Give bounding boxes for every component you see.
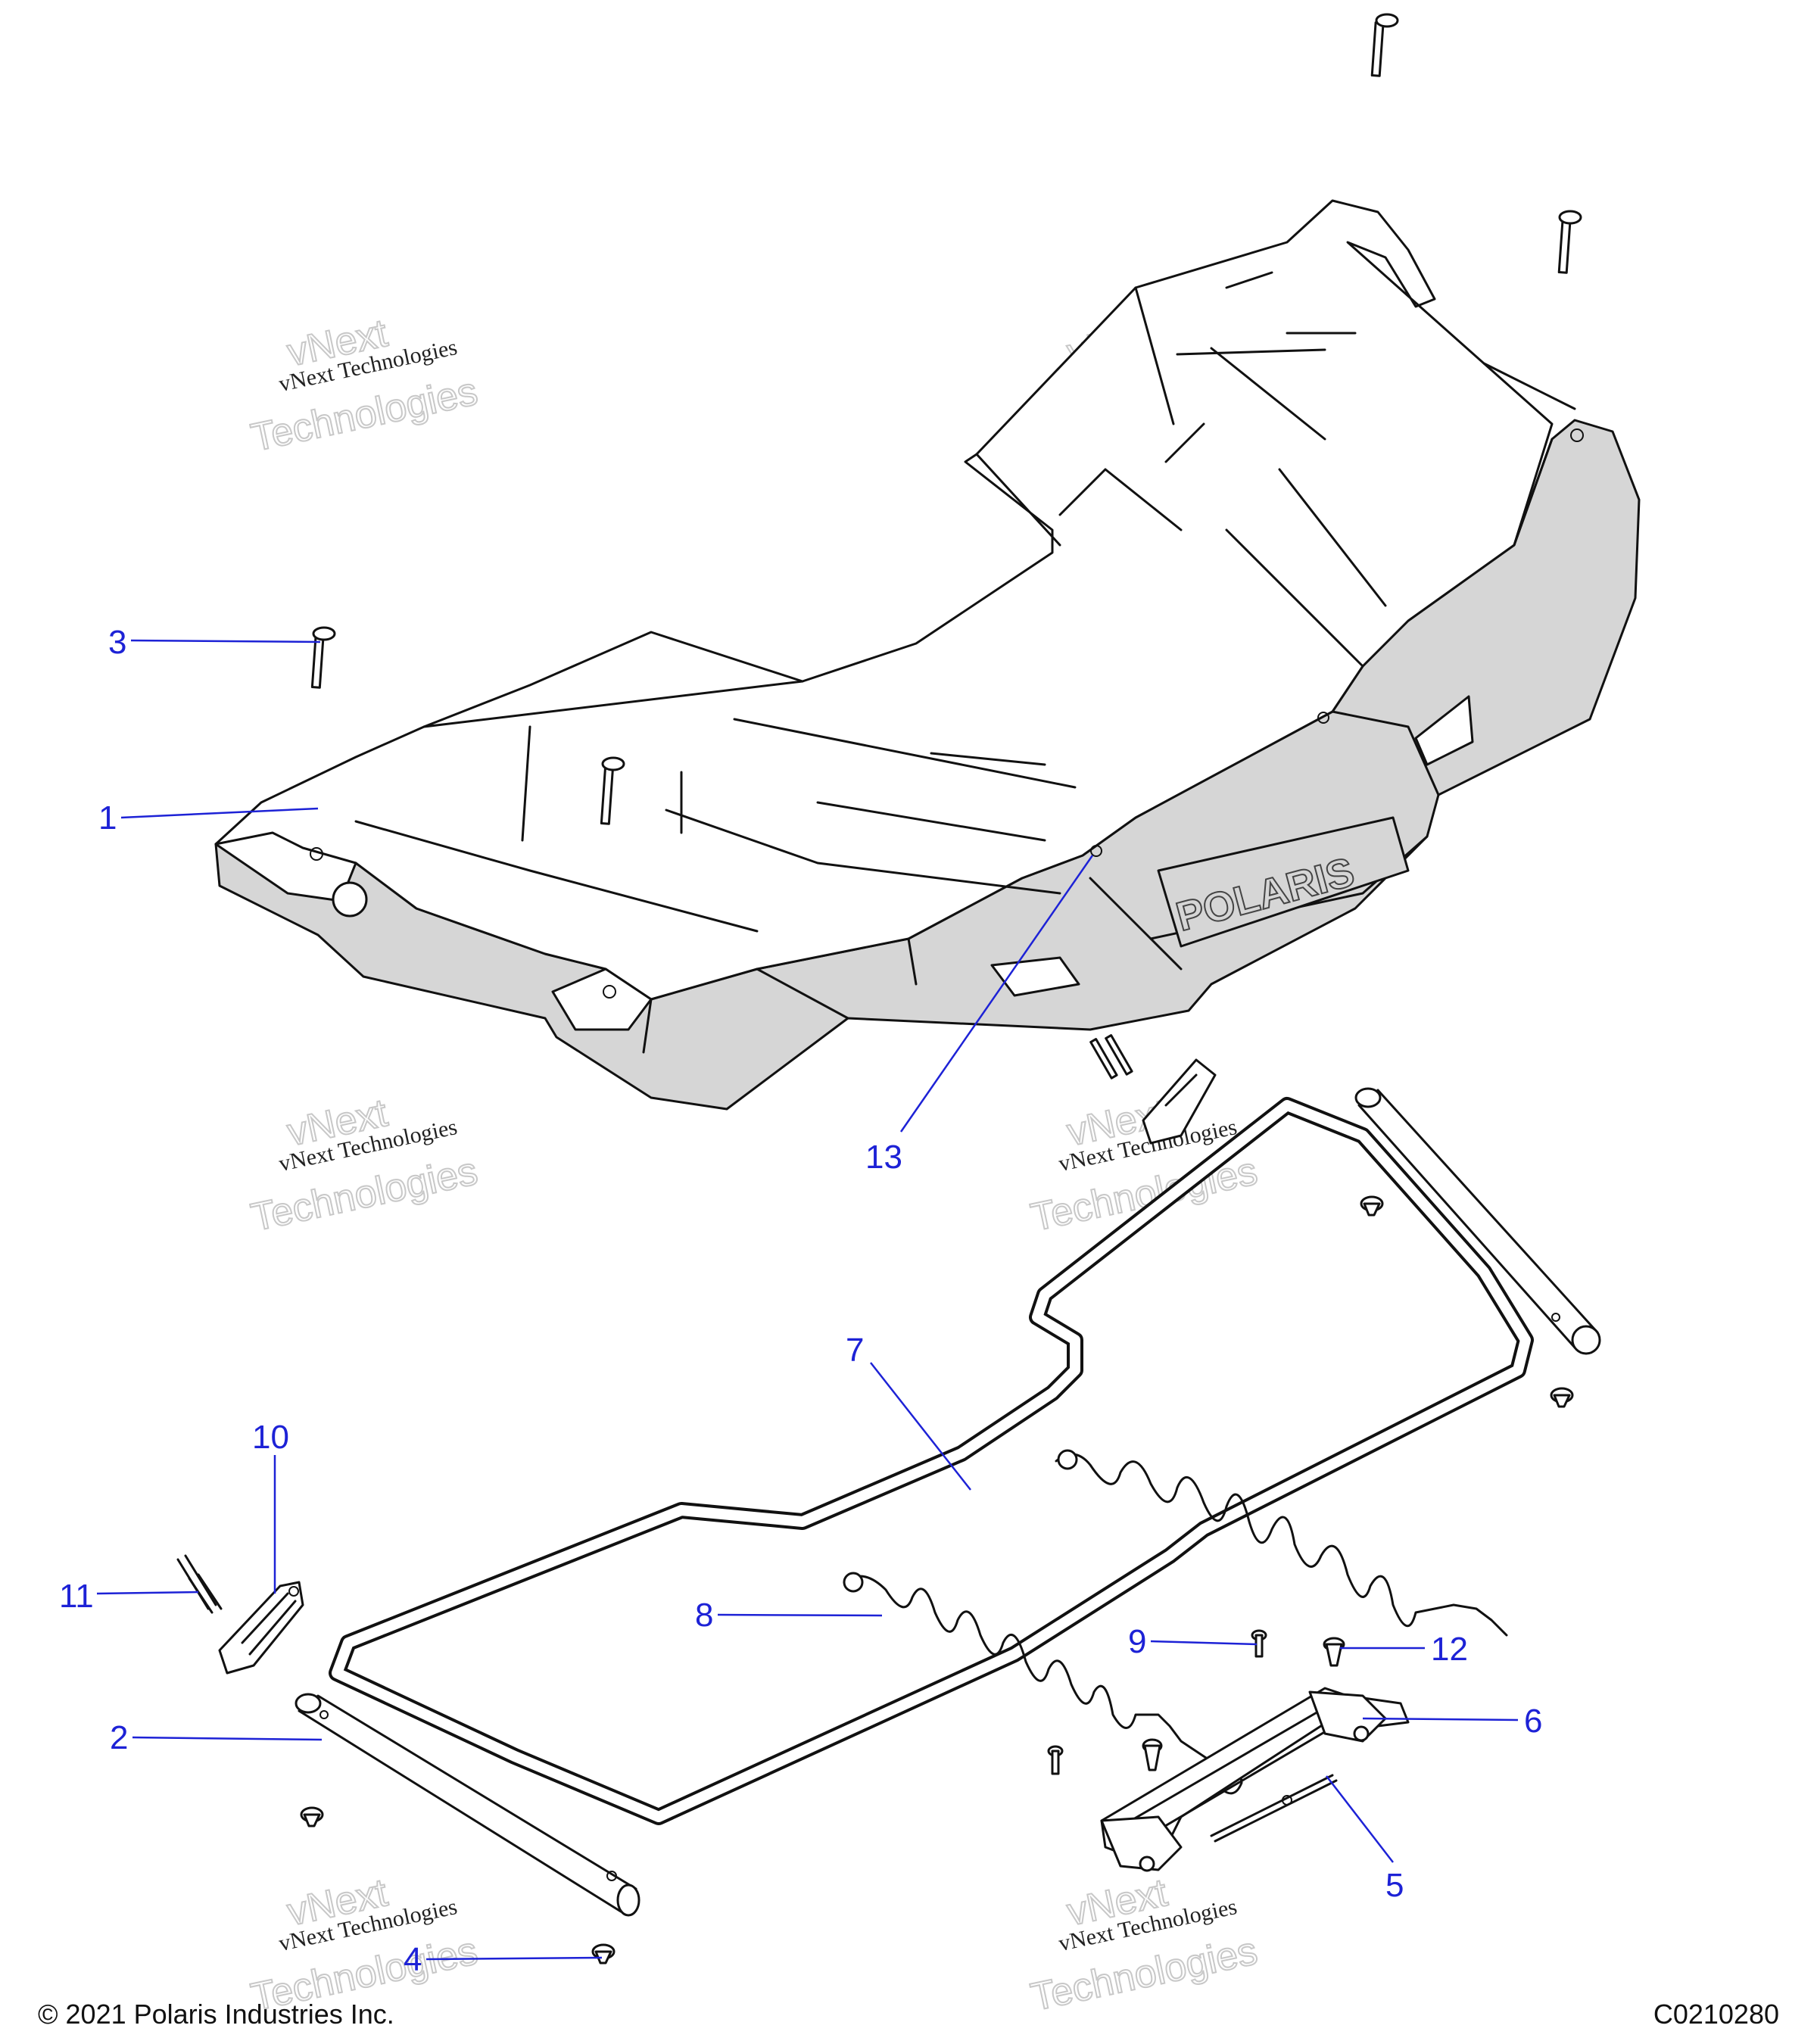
bolt-top-right [1557,210,1582,274]
diagram-code: C0210280 [1653,1999,1779,2030]
svg-text:9: 9 [1128,1623,1146,1660]
watermark-bottom-right: vNext vNext Technologies Technologies [1027,1870,1262,2021]
callout-5: 5 [1326,1775,1404,1904]
svg-text:12: 12 [1431,1631,1468,1668]
svg-text:11: 11 [59,1578,94,1615]
spring-upper [1055,1453,1508,1637]
bolt-deck [600,756,625,825]
svg-text:2: 2 [110,1719,128,1756]
mount-hole [1090,845,1102,857]
pin-part-5 [1210,1774,1338,1843]
screw-part-12 [1323,1637,1345,1667]
callout-7: 7 [846,1332,971,1491]
watermark-bottom-left: vNext vNext Technologies Technologies [247,1870,482,2021]
latch-upper [1089,1034,1217,1145]
svg-text:7: 7 [846,1332,864,1369]
callout-9: 9 [1128,1623,1258,1660]
push-fastener-part-4 [591,1943,616,1965]
svg-text:10: 10 [252,1419,289,1456]
cargo-rack-body: POLARIS [214,199,1641,1111]
svg-text:13: 13 [865,1139,902,1176]
bolt-part-3 [310,626,336,689]
latch-part-10 [218,1581,304,1675]
push-fastener-c [300,1806,324,1827]
tube-upper-right [1354,1087,1601,1355]
watermark-middle-left: vNext vNext Technologies Technologies [247,1090,482,1241]
svg-text:8: 8 [695,1597,713,1634]
svg-text:4: 4 [404,1941,422,1978]
spring-lower [843,1449,1243,1795]
svg-text:6: 6 [1524,1703,1542,1740]
push-fastener-a [1360,1195,1384,1217]
bracket-part-6 [1100,1687,1410,1872]
callout-13: 13 [865,855,1094,1176]
mount-hole [1317,712,1329,724]
svg-text:1: 1 [98,799,117,837]
watermark-top-left: vNext vNext Technologies Technologies [247,310,482,461]
screw-bottom [1047,1745,1064,1775]
callout-2: 2 [110,1719,323,1756]
tube-frame-part-7 [329,1097,1534,1825]
callout-12: 12 [1340,1631,1468,1668]
brand-badge [1157,816,1410,948]
tube-part-2 [295,1693,640,1917]
callout-8: 8 [695,1597,883,1634]
svg-text:5: 5 [1385,1867,1404,1904]
screw-lower [1142,1738,1163,1771]
callout-11: 11 [59,1578,199,1615]
bolt-top [1370,13,1399,77]
callout-3: 3 [108,624,321,661]
push-fastener-b [1550,1387,1574,1408]
callout-6: 6 [1362,1703,1542,1740]
callout-1: 1 [98,799,319,837]
callout-10: 10 [252,1419,289,1594]
rivets-part-11 [176,1554,223,1614]
callout-4: 4 [404,1941,603,1978]
screw-part-9 [1251,1629,1267,1658]
svg-text:3: 3 [108,624,126,661]
copyright-text: © 2021 Polaris Industries Inc. [38,1999,394,2030]
